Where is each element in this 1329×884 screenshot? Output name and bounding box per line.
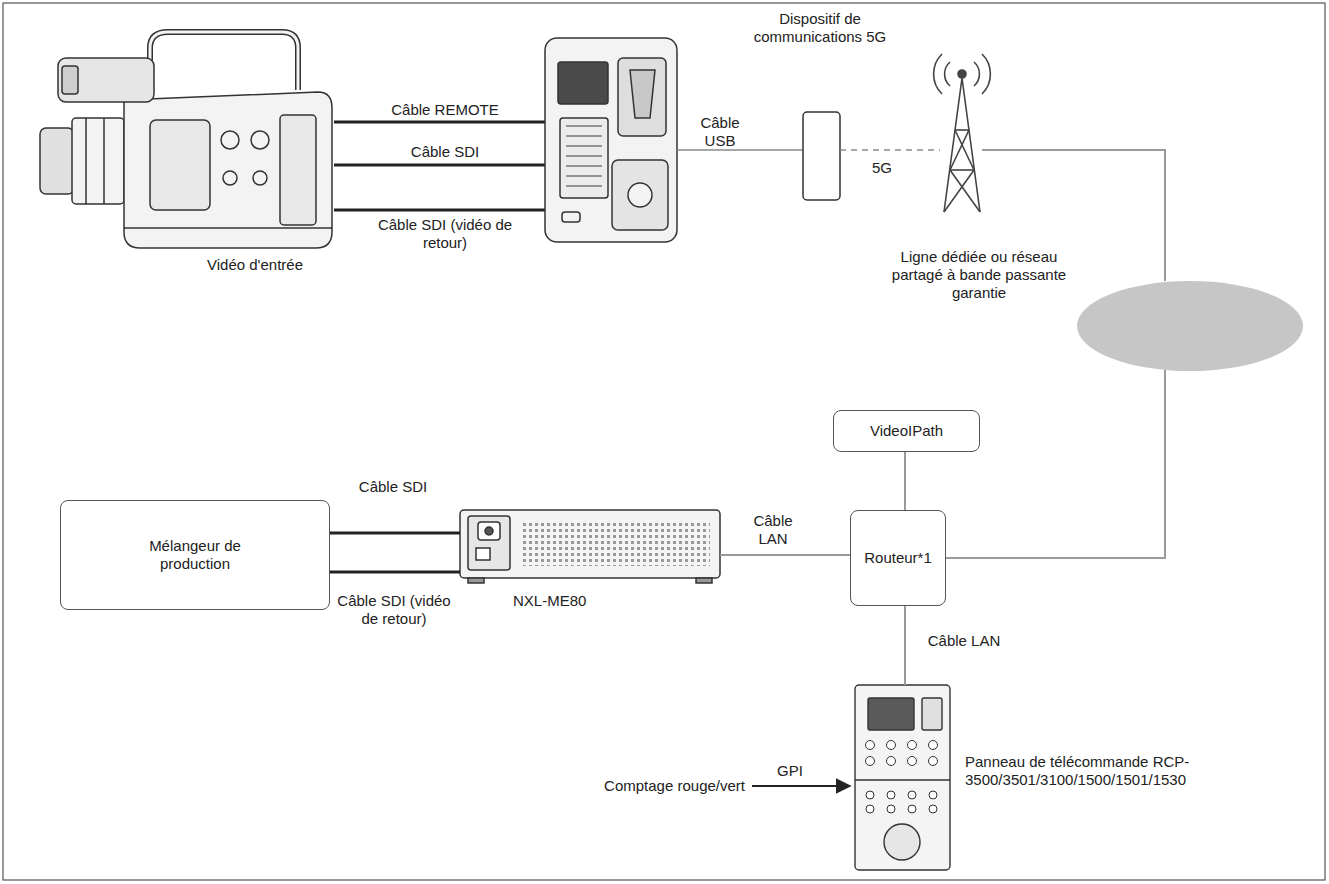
connector-label: Câble SDI: [358, 478, 428, 496]
connector: [330, 532, 460, 535]
switcher-box: Mélangeur de production: [60, 500, 330, 610]
remote-panel: [855, 685, 950, 870]
usb-cable: [677, 149, 803, 151]
network-cloud: Ligne dédiée ou réseau partagé à bande p…: [875, 248, 1305, 373]
node-text: Routeur*1: [864, 549, 932, 567]
node-text: Dispositif de communications 5G: [739, 10, 901, 46]
videoipath-box: VideoIPath: [833, 410, 980, 452]
antenna-tower: [934, 54, 991, 212]
connector-label: Câble LAN: [914, 632, 1014, 650]
panel-buttons: [866, 741, 938, 814]
connector-label: Câble SDI (vidéo de retour): [328, 592, 460, 628]
connector: [946, 370, 1165, 558]
signal-label: 5G: [862, 159, 902, 177]
node-text: NXL-ME80: [513, 592, 586, 610]
signal-label: Comptage rouge/vert: [530, 777, 745, 795]
input-video-caption: Vidéo d'entrée: [180, 256, 330, 280]
connector: [720, 554, 850, 556]
camera-cable: [334, 122, 545, 210]
node-text: Ligne dédiée ou réseau partagé à bande p…: [879, 248, 1079, 302]
camera-illustration: [40, 32, 332, 248]
cable-label: Câble REMOTE: [365, 101, 525, 119]
cable-label: Câble SDI: [365, 143, 525, 161]
remote-panel-caption: Panneau de télécommande RCP-3500/3501/31…: [850, 680, 1320, 875]
transceiver-unit: [545, 38, 677, 242]
connector: [330, 571, 460, 574]
node-text: Vidéo d'entrée: [207, 256, 303, 274]
cable-label: Câble SDI (vidéo de retour): [362, 216, 528, 252]
connector-label: Câble LAN: [742, 512, 804, 548]
node-text: Panneau de télécommande RCP-3500/3501/31…: [965, 753, 1295, 789]
connector: [904, 452, 906, 510]
gpi-arrow: [752, 785, 850, 787]
frame: [3, 3, 1325, 880]
5g-device: [803, 112, 840, 200]
node-text: Mélangeur de production: [130, 537, 260, 573]
network-cloud: [1077, 281, 1303, 371]
router-box: Routeur*1: [850, 510, 946, 606]
node-text: VideoIPath: [870, 422, 943, 440]
cable-label: Câble USB: [690, 114, 750, 150]
connector: [904, 606, 906, 685]
vent-lines: [566, 126, 602, 186]
radio-link: [840, 149, 940, 151]
nxl-me80-device: NXL-ME80: [455, 505, 725, 610]
nxl-device: [460, 510, 720, 583]
signal-label: GPI: [770, 762, 810, 780]
